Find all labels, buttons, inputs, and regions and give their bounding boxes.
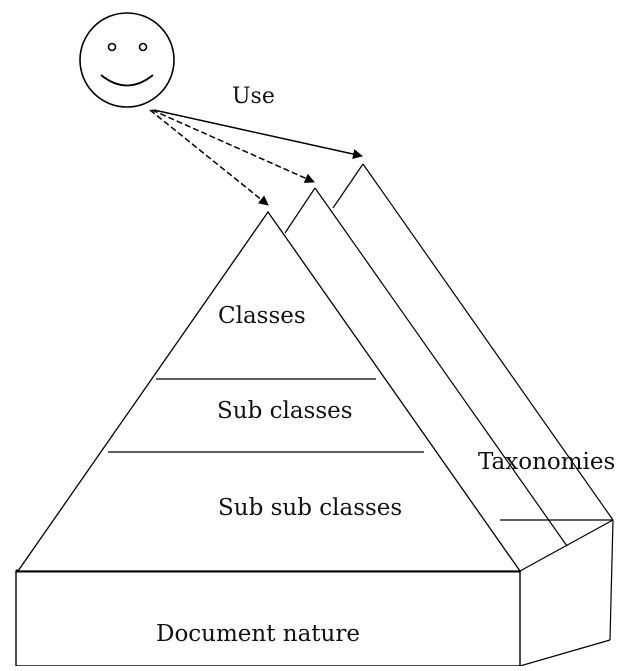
classes-label: Classes: [218, 305, 306, 328]
taxonomies-label: Taxonomies: [478, 451, 615, 474]
use-arrows: [150, 110, 362, 205]
document-nature-label: Document nature: [156, 623, 360, 646]
use-arrow-front: [150, 110, 268, 205]
use-label: Use: [232, 86, 275, 108]
sub-sub-classes-label: Sub sub classes: [218, 497, 402, 520]
sub-classes-label: Sub classes: [217, 400, 353, 423]
use-arrow-middle: [152, 110, 314, 182]
use-arrow-back: [154, 110, 362, 156]
smiley-face-icon: [80, 13, 174, 107]
